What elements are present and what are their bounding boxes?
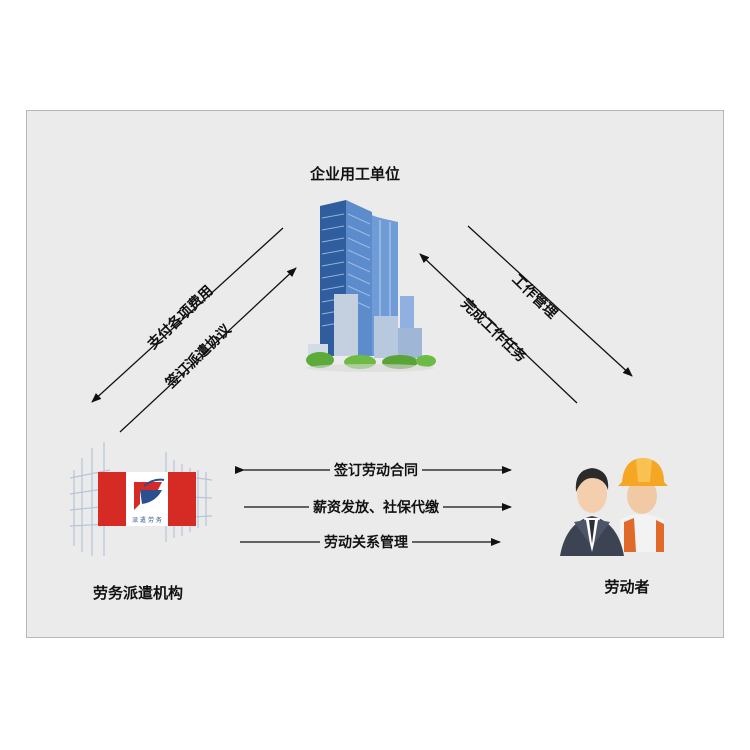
arrow-complete-tasks <box>419 253 578 404</box>
agency-building-image: 派 遣 劳 务 <box>70 442 213 556</box>
agency-logo-text: 派 遣 劳 务 <box>132 516 162 524</box>
workers-image <box>560 458 668 556</box>
arrow-work-management <box>467 225 633 377</box>
employer-label: 企业用工单位 <box>309 165 401 183</box>
edge-label-salary-insurance: 薪资发放、社保代缴 <box>309 497 443 517</box>
arrow-sign-dispatch <box>119 267 297 433</box>
agency-label: 劳务派遣机构 <box>92 584 184 602</box>
arrow-pay-fees <box>91 227 284 403</box>
worker-label: 劳动者 <box>604 578 650 596</box>
edge-label-labor-contract: 签订劳动合同 <box>330 460 422 480</box>
office-building-image <box>306 200 436 372</box>
edge-label-labor-relation: 劳动关系管理 <box>320 532 412 552</box>
